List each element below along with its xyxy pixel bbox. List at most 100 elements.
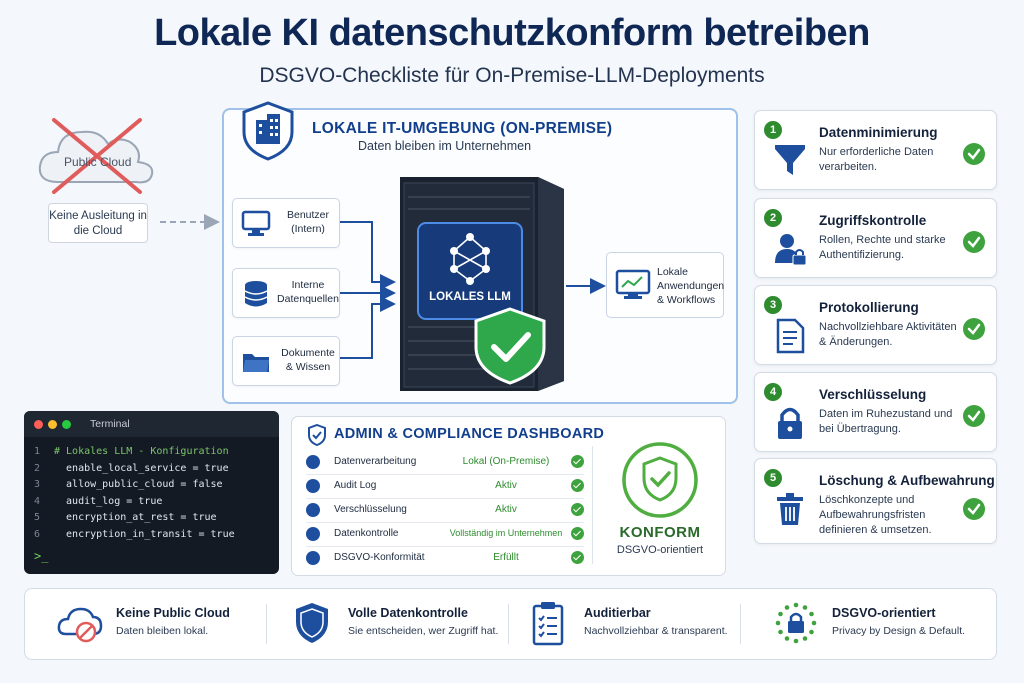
terminal-prompt[interactable]: >_ <box>34 549 49 563</box>
source-internal-data[interactable]: Interne Datenquellen <box>232 268 340 318</box>
divider <box>592 446 593 564</box>
monitor-icon <box>241 210 271 238</box>
document-icon <box>773 318 807 354</box>
code-line: 2 enable_local_service = true <box>34 462 229 474</box>
checklist-item-datenminimierung: 1 Datenminimierung Nur erforderliche Dat… <box>754 110 997 190</box>
check-icon <box>962 404 986 428</box>
feature-title: Auditierbar <box>584 606 651 620</box>
log-icon <box>306 479 320 493</box>
checklist-desc: Daten im Ruhezustand und bei Übertragung… <box>819 408 953 435</box>
page-subtitle: DSGVO-Checkliste für On-Premise-LLM-Depl… <box>259 64 765 87</box>
database-icon <box>306 527 320 541</box>
feature-title: DSGVO-orientiert <box>832 606 936 620</box>
checklist-desc: Rollen, Rechte und starke Authentifizier… <box>819 234 946 261</box>
padlock-icon <box>773 405 807 441</box>
feature-desc: Sie entscheiden, wer Zugriff hat. <box>348 625 499 637</box>
row-value: Lokal (On-Premise) <box>462 456 550 467</box>
shield-check-icon <box>307 423 327 451</box>
source-label: Benutzer (Intern) <box>286 209 330 235</box>
row-label: Datenkontrolle <box>334 528 399 539</box>
analytics-monitor-icon <box>615 269 651 306</box>
clipboard-checklist-icon <box>524 600 572 646</box>
conform-seal-icon <box>620 440 700 520</box>
checklist-title: Protokollierung <box>819 300 919 315</box>
building-shield-icon <box>240 100 296 162</box>
conform-sublabel: DSGVO-orientiert <box>616 544 704 556</box>
onprem-subtitle: Daten bleiben im Unternehmen <box>358 139 532 153</box>
source-users[interactable]: Benutzer (Intern) <box>232 198 340 248</box>
folder-icon <box>241 348 271 376</box>
dashboard-title: ADMIN & COMPLIANCE DASHBOARD <box>334 426 605 442</box>
source-documents[interactable]: Dokumente & Wissen <box>232 336 340 386</box>
row-value: Erfüllt <box>493 552 519 563</box>
row-label: DSGVO-Konformität <box>334 552 425 563</box>
checklist-desc: Nachvollziehbare Aktivitäten & Änderunge… <box>819 321 957 348</box>
code-line: 6 encryption_in_transit = true <box>34 528 235 540</box>
code-line: 5 encryption_at_rest = true <box>34 512 217 523</box>
step-number: 3 <box>764 296 782 314</box>
step-number: 2 <box>764 209 782 227</box>
divider <box>740 604 741 644</box>
feature-footer <box>24 588 997 660</box>
dashboard-row: Datenkontrolle Vollständig im Unternehme… <box>306 523 584 547</box>
step-number: 5 <box>764 469 782 487</box>
checklist-desc: Nur erforderliche Daten verarbeiten. <box>819 146 934 173</box>
check-icon <box>962 497 986 521</box>
row-value: Vollständig im Unternehmen <box>449 528 563 538</box>
minimize-dot-icon[interactable] <box>48 420 57 429</box>
checklist-title: Zugriffskontrolle <box>819 213 927 228</box>
check-icon <box>962 317 986 341</box>
llm-server: LOKALES LLM <box>388 167 578 397</box>
terminal-titlebar: Terminal <box>24 411 279 437</box>
step-number: 1 <box>764 121 782 139</box>
onprem-title: LOKALE IT-UMGEBUNG (ON-PREMISE) <box>312 120 613 137</box>
output-label: Lokale Anwendungen & Workflows <box>657 266 725 306</box>
check-icon <box>571 551 584 564</box>
trash-icon <box>773 491 807 527</box>
row-value: Aktiv <box>495 504 517 515</box>
page-title: Lokale KI datenschutzkonform betreiben <box>154 12 870 54</box>
row-value: Aktiv <box>495 480 517 491</box>
eu-stars-lock-icon <box>772 600 820 646</box>
checklist-title: Verschlüsselung <box>819 387 927 402</box>
code-line: 3 allow_public_cloud = false <box>34 479 223 490</box>
feature-desc: Daten bleiben lokal. <box>116 625 209 637</box>
dashboard-row: Datenverarbeitung Lokal (On-Premise) <box>306 451 584 475</box>
checklist-item-loeschung: 5 Löschung & Aufbewahrung Löschkonzepte … <box>754 458 997 544</box>
scale-icon <box>306 551 320 565</box>
step-number: 4 <box>764 383 782 401</box>
cloud-label: Public Cloud <box>64 155 132 169</box>
check-icon <box>571 503 584 516</box>
no-cloud-icon <box>56 600 104 646</box>
checklist-item-protokollierung: 3 Protokollierung Nachvollziehbare Aktiv… <box>754 285 997 365</box>
funnel-icon <box>773 143 807 179</box>
maximize-dot-icon[interactable] <box>62 420 71 429</box>
row-label: Datenverarbeitung <box>334 456 417 467</box>
lock-icon <box>306 503 320 517</box>
terminal-window[interactable]: Terminal 1# Lokales LLM - Konfiguration … <box>24 411 279 574</box>
code-line: 4 audit_log = true <box>34 495 163 507</box>
terminal-code: 1# Lokales LLM - Konfiguration 2 enable_… <box>24 437 279 543</box>
database-icon <box>241 280 271 308</box>
check-icon <box>962 230 986 254</box>
feature-title: Keine Public Cloud <box>116 606 230 620</box>
dashboard-row: Audit Log Aktiv <box>306 475 584 499</box>
close-dot-icon[interactable] <box>34 420 43 429</box>
source-label: Dokumente & Wissen <box>281 347 335 373</box>
output-applications[interactable]: Lokale Anwendungen & Workflows <box>606 252 724 318</box>
dashboard-row: Verschlüsselung Aktiv <box>306 499 584 523</box>
cloud-note: Keine Ausleitung in die Cloud <box>48 203 148 243</box>
divider <box>508 604 509 644</box>
checklist-title: Datenminimierung <box>819 125 938 140</box>
checklist-item-verschluesselung: 4 Verschlüsselung Daten im Ruhezustand u… <box>754 372 997 452</box>
shield-icon <box>306 455 320 469</box>
public-cloud-crossed: Public Cloud <box>28 110 168 200</box>
checklist-desc: Löschkonzepte und Aufbewahrungsfristen d… <box>819 494 932 536</box>
row-label: Verschlüsselung <box>334 504 407 515</box>
source-label: Interne Datenquellen <box>277 279 339 305</box>
row-label: Audit Log <box>334 480 377 491</box>
check-icon <box>571 455 584 468</box>
conform-label: KONFORM <box>619 524 701 541</box>
user-lock-icon <box>773 231 807 267</box>
divider <box>266 604 267 644</box>
